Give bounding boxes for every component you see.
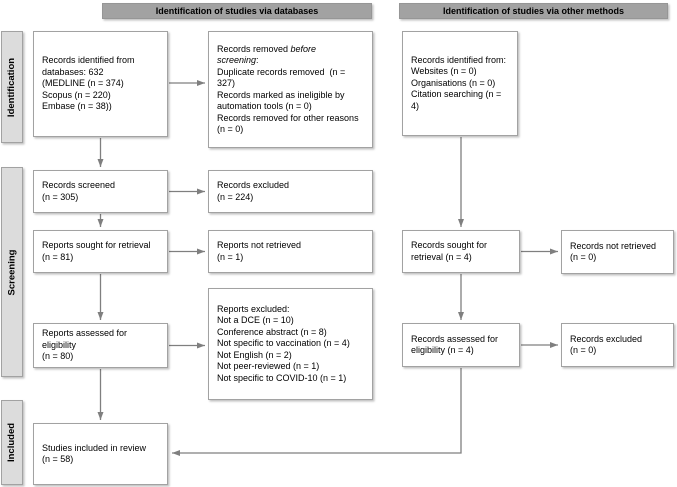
box-records-identified-databases-text: Records identified from databases: 632 (… [42, 55, 135, 112]
box-records-excluded: Records excluded (n = 224) [208, 170, 373, 213]
box-r-records-excluded-text: Records excluded (n = 0) [570, 333, 643, 356]
header-databases-label: Identification of studies via databases [155, 6, 319, 16]
box-reports-excluded-text: Reports excluded: Not a DCE (n = 10) Con… [217, 303, 350, 383]
box-r-records-sought-text: Records sought for retrieval (n = 4) [411, 240, 488, 262]
header-other-methods: Identification of studies via other meth… [399, 3, 668, 19]
header-databases: Identification of studies via databases [102, 3, 372, 19]
box-r-records-assessed-text: Records assessed for eligibility (n = 4) [411, 333, 499, 356]
box-r-records-sought: Records sought for retrieval (n = 4) [402, 230, 520, 273]
box-reports-assessed-text: Reports assessed for eligibility (n = 80… [42, 328, 128, 362]
box-records-screened-text: Records screened (n = 305) [42, 180, 116, 202]
box-studies-included: Studies included in review (n = 58) [33, 423, 168, 485]
box-studies-included-text: Studies included in review (n = 58) [42, 442, 147, 465]
box-reports-sought-text: Reports sought for retrieval (n = 81) [42, 240, 151, 262]
sidebar-included: Included [1, 400, 23, 485]
box-records-excluded-text: Records excluded (n = 224) [217, 180, 290, 202]
sidebar-screening: Screening [1, 167, 23, 377]
sidebar-included-label: Included [6, 422, 18, 463]
box-reports-excluded: Reports excluded: Not a DCE (n = 10) Con… [208, 288, 373, 400]
box-reports-not-retrieved: Reports not retrieved (n = 1) [208, 230, 373, 273]
sidebar-screening-label: Screening [6, 249, 18, 295]
box-records-screened: Records screened (n = 305) [33, 170, 168, 213]
box-reports-sought: Reports sought for retrieval (n = 81) [33, 230, 168, 273]
box-r-records-assessed: Records assessed for eligibility (n = 4) [402, 323, 520, 367]
box-r-records-not-retrieved: Records not retrieved (n = 0) [561, 230, 674, 274]
box-reports-assessed: Reports assessed for eligibility (n = 80… [33, 323, 168, 368]
box-records-removed-text: Records removed before screening: Duplic… [217, 44, 359, 136]
box-r-records-identified: Records identified from: Websites (n = 0… [402, 31, 518, 136]
box-records-identified-databases: Records identified from databases: 632 (… [33, 31, 168, 137]
header-other-methods-label: Identification of studies via other meth… [442, 6, 625, 16]
sidebar-identification-label: Identification [6, 57, 18, 117]
records-removed-pre: Records removed [217, 43, 291, 54]
box-records-removed: Records removed before screening: Duplic… [208, 31, 373, 148]
box-r-records-not-retrieved-text: Records not retrieved (n = 0) [570, 240, 657, 263]
sidebar-identification: Identification [1, 31, 23, 143]
box-r-records-identified-text: Records identified from: Websites (n = 0… [411, 54, 507, 111]
records-removed-rest: : Duplicate records removed (n = 327) Re… [217, 55, 359, 134]
records-removed-italic: before screening [217, 43, 317, 66]
box-reports-not-retrieved-text: Reports not retrieved (n = 1) [217, 240, 302, 262]
box-r-records-excluded: Records excluded (n = 0) [561, 323, 674, 367]
